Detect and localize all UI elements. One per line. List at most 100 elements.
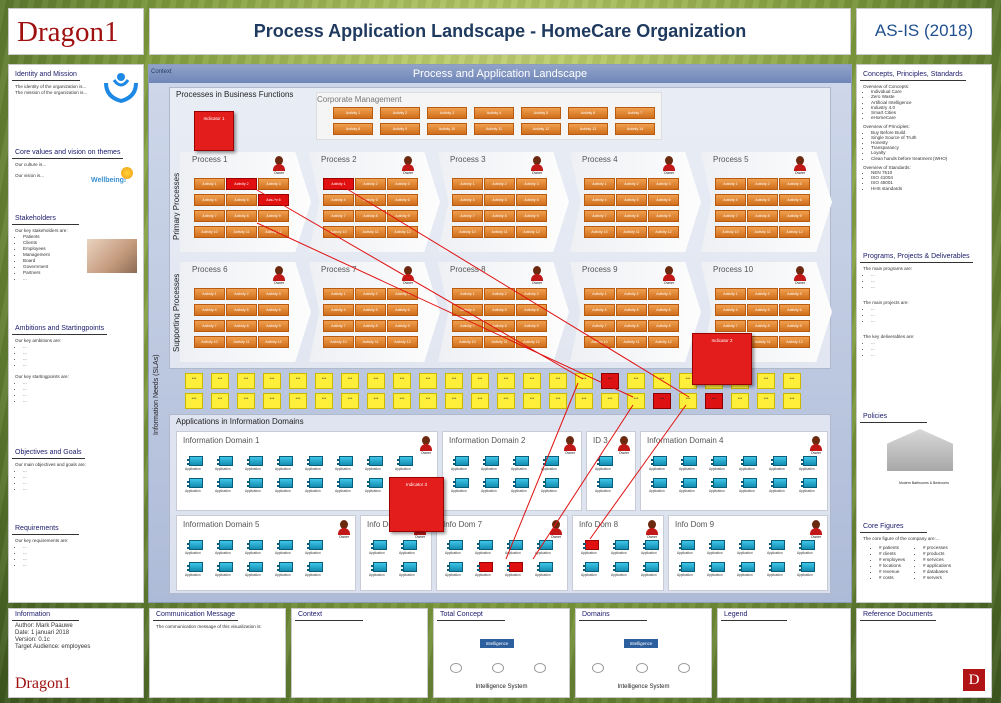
activity-box[interactable]: Activity 5 (616, 194, 647, 206)
information-need-note[interactable]: *** (653, 393, 671, 409)
information-need-note[interactable]: *** (705, 393, 723, 409)
application-icon[interactable] (453, 478, 469, 488)
activity-box[interactable]: Activity 11 (484, 226, 515, 238)
activity-box[interactable]: Activity 3 (779, 288, 810, 300)
activity-box[interactable]: Activity 11 (355, 226, 386, 238)
activity-box[interactable]: Activity 10 (452, 226, 483, 238)
activity-box[interactable]: Activity 8 (333, 123, 373, 135)
application-icon[interactable] (769, 540, 785, 550)
activity-box[interactable]: Activity 7 (194, 320, 225, 332)
indicator-2[interactable]: Indicator 2 (692, 333, 752, 385)
activity-box[interactable]: Activity 9 (648, 320, 679, 332)
application-icon[interactable] (597, 478, 613, 488)
activity-box[interactable]: Activity 11 (474, 123, 514, 135)
activity-box[interactable]: Activity 5 (747, 304, 778, 316)
application-icon[interactable] (307, 456, 323, 466)
information-need-note[interactable]: *** (289, 393, 307, 409)
information-need-note[interactable]: *** (419, 393, 437, 409)
activity-box[interactable]: Activity 2 (616, 178, 647, 190)
activity-box[interactable]: Activity 9 (516, 320, 547, 332)
activity-box[interactable]: Activity 12 (779, 336, 810, 348)
activity-box[interactable]: Activity 2 (747, 288, 778, 300)
information-need-note[interactable]: *** (211, 393, 229, 409)
information-need-note[interactable]: *** (393, 373, 411, 389)
activity-box[interactable]: Activity 3 (648, 288, 679, 300)
application-icon[interactable] (447, 540, 463, 550)
information-need-note[interactable]: *** (757, 373, 775, 389)
activity-box[interactable]: Activity 6 (648, 194, 679, 206)
application-icon[interactable] (513, 456, 529, 466)
activity-box[interactable]: Activity 4 (474, 107, 514, 119)
information-need-note[interactable]: *** (419, 373, 437, 389)
activity-box[interactable]: Activity 11 (226, 226, 257, 238)
activity-box[interactable]: Activity 12 (258, 336, 289, 348)
activity-box[interactable]: Activity 8 (226, 320, 257, 332)
information-need-note[interactable]: *** (601, 373, 619, 389)
activity-box[interactable]: Activity 8 (355, 320, 386, 332)
activity-box[interactable]: Activity 1 (333, 107, 373, 119)
activity-box[interactable]: Activity 7 (715, 320, 746, 332)
activity-box[interactable]: Activity 2 (226, 288, 257, 300)
application-icon[interactable] (613, 540, 629, 550)
activity-box[interactable]: Activity 7 (584, 210, 615, 222)
application-icon[interactable] (709, 562, 725, 572)
application-icon[interactable] (651, 478, 667, 488)
information-need-note[interactable]: *** (497, 373, 515, 389)
information-need-note[interactable]: *** (289, 373, 307, 389)
activity-box[interactable]: Activity 4 (715, 304, 746, 316)
activity-box[interactable]: Activity 7 (452, 210, 483, 222)
activity-box[interactable]: Activity 3 (779, 178, 810, 190)
activity-box[interactable]: Activity 4 (323, 194, 354, 206)
information-need-note[interactable]: *** (445, 373, 463, 389)
application-icon[interactable] (277, 562, 293, 572)
activity-box[interactable]: Activity 2 (747, 178, 778, 190)
activity-box[interactable]: Activity 5 (226, 304, 257, 316)
activity-box[interactable]: Activity 9 (779, 210, 810, 222)
activity-box[interactable]: Activity 11 (355, 336, 386, 348)
activity-box[interactable]: Activity 3 (427, 107, 467, 119)
activity-box[interactable]: Activity 5 (616, 304, 647, 316)
information-need-note[interactable]: *** (471, 373, 489, 389)
application-icon[interactable] (643, 562, 659, 572)
information-need-note[interactable]: *** (523, 373, 541, 389)
activity-box[interactable]: Activity 1 (715, 178, 746, 190)
activity-box[interactable]: Activity 12 (521, 123, 561, 135)
application-icon[interactable] (681, 456, 697, 466)
application-icon[interactable] (187, 540, 203, 550)
application-icon[interactable] (367, 478, 383, 488)
activity-box[interactable]: Activity 7 (323, 210, 354, 222)
activity-box[interactable]: Activity 9 (258, 210, 289, 222)
application-icon[interactable] (337, 456, 353, 466)
information-need-note[interactable]: *** (315, 393, 333, 409)
activity-box[interactable]: Activity 2 (484, 178, 515, 190)
activity-box[interactable]: Activity 10 (194, 226, 225, 238)
application-icon[interactable] (769, 562, 785, 572)
activity-box[interactable]: Activity 1 (452, 178, 483, 190)
activity-box[interactable]: Activity 6 (387, 194, 418, 206)
application-icon[interactable] (799, 562, 815, 572)
application-icon[interactable] (513, 478, 529, 488)
application-icon[interactable] (679, 562, 695, 572)
activity-box[interactable]: Activity 5 (355, 194, 386, 206)
application-icon[interactable] (643, 540, 659, 550)
activity-box[interactable]: Activity 7 (584, 320, 615, 332)
application-icon[interactable] (187, 478, 203, 488)
activity-box[interactable]: Activity 2 (484, 288, 515, 300)
information-need-note[interactable]: *** (367, 373, 385, 389)
activity-box[interactable]: Activity 12 (648, 336, 679, 348)
application-icon[interactable] (337, 478, 353, 488)
application-icon[interactable] (651, 456, 667, 466)
information-need-note[interactable]: *** (783, 393, 801, 409)
activity-box[interactable]: Activity 11 (616, 226, 647, 238)
information-need-note[interactable]: *** (783, 373, 801, 389)
application-icon[interactable] (771, 478, 787, 488)
activity-box[interactable]: Activity 8 (747, 320, 778, 332)
activity-box[interactable]: Activity 9 (380, 123, 420, 135)
activity-box[interactable]: Activity 1 (194, 288, 225, 300)
